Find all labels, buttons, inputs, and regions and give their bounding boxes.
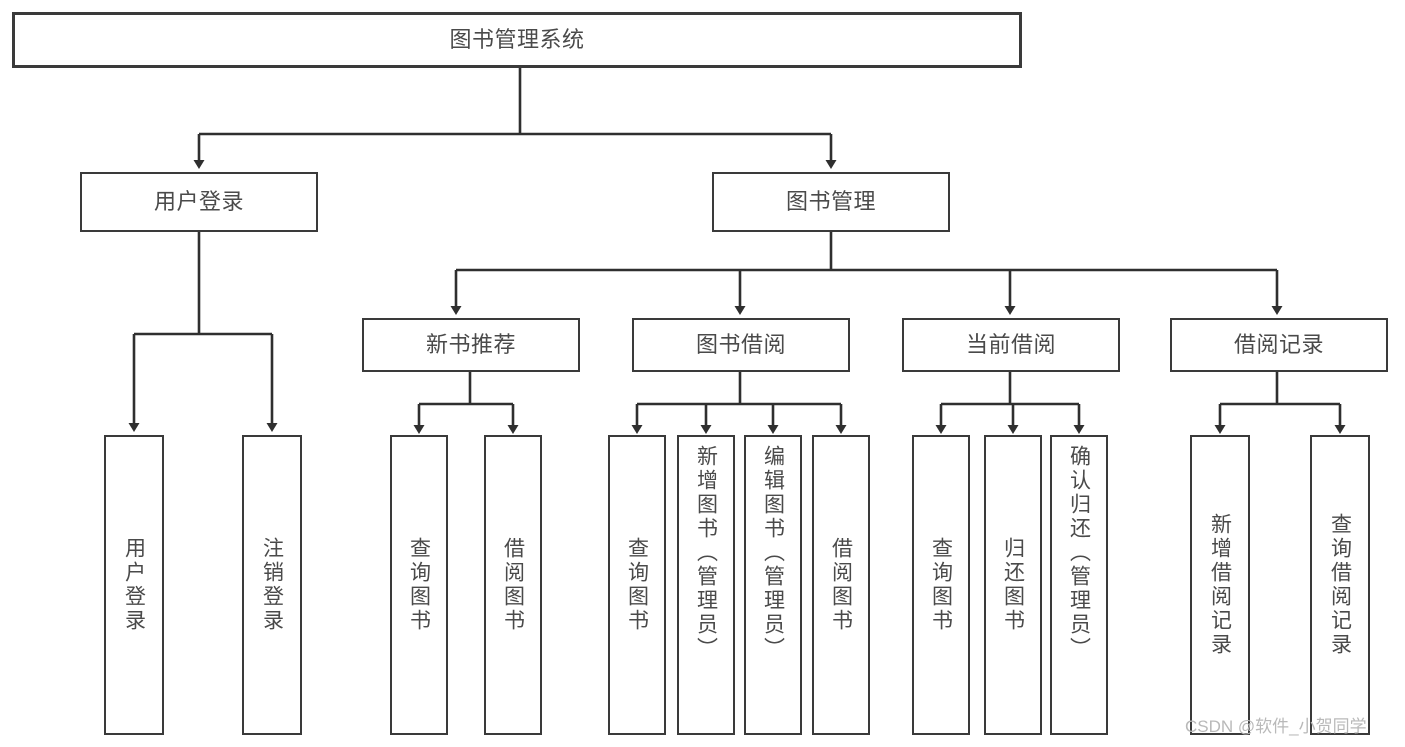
node-leaf-borrow-book-1: 借阅图书 [484, 435, 542, 735]
node-label: 新书推荐 [425, 332, 516, 358]
node-borrow-record: 借阅记录 [1170, 318, 1388, 372]
node-leaf-query-borrow-record: 查询借阅记录 [1310, 435, 1370, 735]
node-label: 当前借阅 [965, 332, 1056, 358]
node-current-borrow: 当前借阅 [902, 318, 1120, 372]
node-user-login: 用户登录 [80, 172, 318, 232]
node-label: 用户登录 [153, 189, 244, 215]
node-label: 图书借阅 [695, 332, 786, 358]
node-label: 查询图书 [929, 537, 953, 633]
node-label: 新增图书（管理员） [694, 445, 718, 661]
node-leaf-confirm-return-admin: 确认归还（管理员） [1050, 435, 1108, 735]
node-label: 归还图书 [1001, 537, 1025, 633]
node-label: 编辑图书（管理员） [761, 445, 785, 661]
node-label: 借阅图书 [829, 537, 853, 633]
node-leaf-logout-login: 注销登录 [242, 435, 302, 735]
node-label: 查询图书 [407, 537, 431, 633]
node-leaf-query-book-1: 查询图书 [390, 435, 448, 735]
node-book-borrow: 图书借阅 [632, 318, 850, 372]
node-leaf-user-login: 用户登录 [104, 435, 164, 735]
node-label: 注销登录 [260, 537, 284, 633]
node-label: 借阅图书 [501, 537, 525, 633]
node-leaf-edit-book-admin: 编辑图书（管理员） [744, 435, 802, 735]
node-book-manage: 图书管理 [712, 172, 950, 232]
node-label: 查询图书 [625, 537, 649, 633]
node-new-book-recommend: 新书推荐 [362, 318, 580, 372]
node-label: 图书管理 [785, 189, 876, 215]
node-root: 图书管理系统 [12, 12, 1022, 68]
node-leaf-add-book-admin: 新增图书（管理员） [677, 435, 735, 735]
node-label: 用户登录 [122, 537, 146, 633]
node-label: 新增借阅记录 [1208, 513, 1232, 657]
node-leaf-query-book-3: 查询图书 [912, 435, 970, 735]
node-label: 图书管理系统 [449, 27, 585, 53]
node-label: 查询借阅记录 [1328, 513, 1352, 657]
node-leaf-return-book: 归还图书 [984, 435, 1042, 735]
node-label: 确认归还（管理员） [1067, 445, 1091, 661]
node-leaf-borrow-book-2: 借阅图书 [812, 435, 870, 735]
node-label: 借阅记录 [1233, 332, 1324, 358]
node-leaf-query-book-2: 查询图书 [608, 435, 666, 735]
node-leaf-add-borrow-record: 新增借阅记录 [1190, 435, 1250, 735]
